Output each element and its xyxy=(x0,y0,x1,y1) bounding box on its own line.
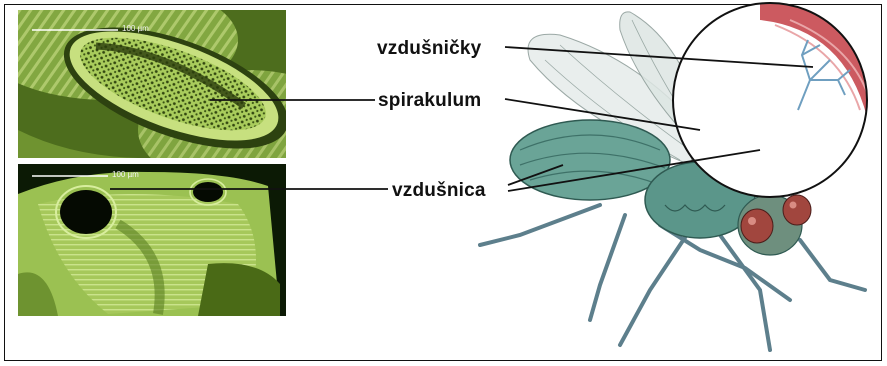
label-spiracle: spirakulum xyxy=(378,90,481,112)
fly-head xyxy=(738,195,811,255)
label-trachea: vzdušnica xyxy=(392,180,486,202)
label-tracheoles: vzdušničky xyxy=(377,38,481,60)
